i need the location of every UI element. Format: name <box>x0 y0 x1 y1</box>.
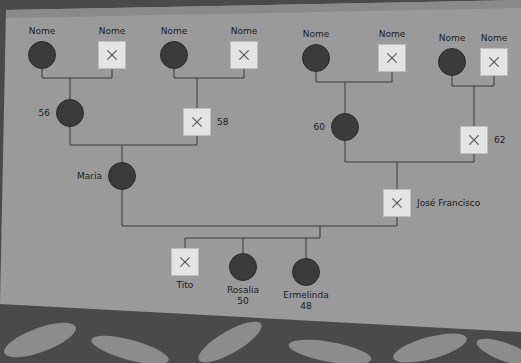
descent-line <box>320 226 321 238</box>
person-name: 48 <box>283 301 328 312</box>
descent-line <box>70 78 71 99</box>
female-circle: Nome <box>302 44 330 72</box>
person-label: Maria <box>77 171 102 182</box>
descent-line <box>122 145 123 162</box>
person-name: Ermelinda <box>283 290 328 301</box>
person-label: Nome <box>161 26 188 37</box>
marriage-line <box>122 190 397 226</box>
paper-sheet <box>0 0 521 332</box>
male-square: Nome <box>480 48 508 76</box>
person-label: 62 <box>494 135 505 146</box>
marriage-line <box>452 76 494 86</box>
deceased-cross <box>481 49 507 75</box>
person-name: Rosalia <box>227 285 259 296</box>
person-label: Ermelinda48 <box>283 290 328 312</box>
person-label: Nome <box>439 33 466 44</box>
female-circle: Nome <box>438 48 466 76</box>
descent-line <box>474 86 475 126</box>
person-name: Nome <box>481 33 508 44</box>
person-name: Maria <box>77 171 102 182</box>
male-square: 62 <box>460 126 488 154</box>
male-square: José Francisco <box>383 189 411 217</box>
person-label: José Francisco <box>417 198 480 209</box>
descent-line <box>306 238 307 258</box>
descent-line <box>345 82 346 113</box>
person-name: Nome <box>99 26 126 37</box>
person-name: José Francisco <box>417 198 480 209</box>
person-name: Tito <box>177 280 194 291</box>
marriage-line <box>70 127 197 145</box>
marriage-line <box>345 141 474 162</box>
female-circle: 56 <box>56 99 84 127</box>
paper-shadow <box>6 0 521 18</box>
person-label: 56 <box>39 108 50 119</box>
person-label: Nome <box>231 26 258 37</box>
descent-line <box>397 162 398 189</box>
deceased-cross <box>379 45 405 71</box>
person-name: 60 <box>314 122 325 133</box>
female-circle: Nome <box>28 41 56 69</box>
person-label: Nome <box>99 26 126 37</box>
person-label: Nome <box>29 26 56 37</box>
person-label: Nome <box>379 29 406 40</box>
person-name: Nome <box>379 29 406 40</box>
person-label: Tito <box>177 280 194 291</box>
person-name: 58 <box>217 117 228 128</box>
male-square: Tito <box>171 248 199 276</box>
deceased-cross <box>231 42 257 68</box>
male-square: Nome <box>98 41 126 69</box>
deceased-cross <box>461 127 487 153</box>
female-circle: Rosalia50 <box>229 253 257 281</box>
female-circle: Nome <box>160 41 188 69</box>
person-name: 56 <box>39 108 50 119</box>
person-name: 50 <box>227 296 259 307</box>
descent-line <box>243 238 244 253</box>
person-label: Nome <box>481 33 508 44</box>
deceased-cross <box>99 42 125 68</box>
person-name: Nome <box>439 33 466 44</box>
person-label: Nome <box>303 29 330 40</box>
person-label: 60 <box>314 122 325 133</box>
person-name: Nome <box>29 26 56 37</box>
marriage-line <box>316 72 392 82</box>
descent-line <box>197 78 198 108</box>
male-square: Nome <box>378 44 406 72</box>
deceased-cross <box>384 190 410 216</box>
male-square: 58 <box>183 108 211 136</box>
descent-line <box>185 238 186 248</box>
deceased-cross <box>172 249 198 275</box>
female-circle: 60 <box>331 113 359 141</box>
sibling-line <box>185 238 320 239</box>
person-name: 62 <box>494 135 505 146</box>
female-circle: Maria <box>108 162 136 190</box>
person-name: Nome <box>231 26 258 37</box>
marriage-line <box>174 69 244 78</box>
male-square: Nome <box>230 41 258 69</box>
person-label: Rosalia50 <box>227 285 259 307</box>
person-name: Nome <box>303 29 330 40</box>
female-circle: Ermelinda48 <box>292 258 320 286</box>
person-name: Nome <box>161 26 188 37</box>
deceased-cross <box>184 109 210 135</box>
person-label: 58 <box>217 117 228 128</box>
marriage-line <box>42 69 112 78</box>
